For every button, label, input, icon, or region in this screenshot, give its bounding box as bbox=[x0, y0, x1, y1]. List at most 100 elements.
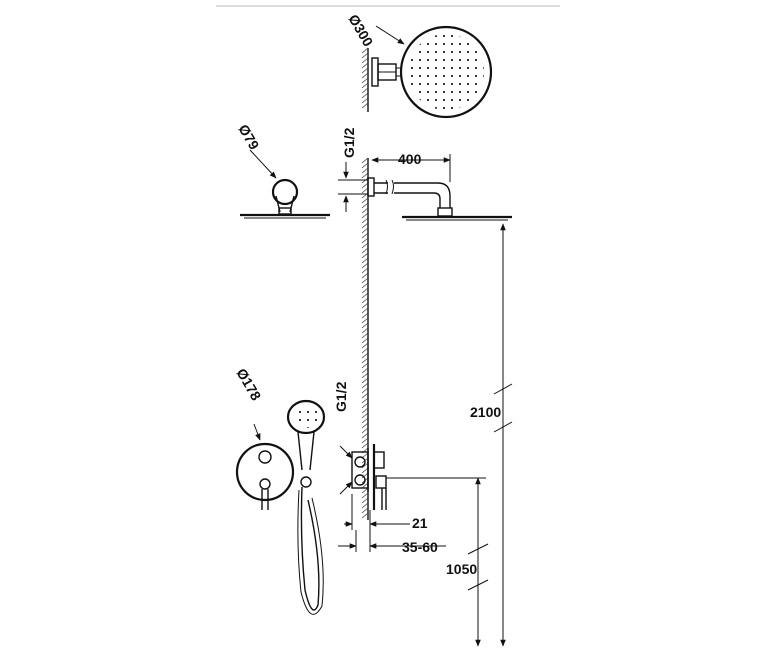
wall-hatch-line bbox=[361, 472, 369, 479]
wall-hatch-line bbox=[361, 312, 369, 319]
arm-thread-callout: G1/2 bbox=[338, 127, 368, 212]
recess-depth-label: 21 bbox=[412, 515, 428, 531]
wall-hatch-line bbox=[361, 327, 369, 334]
wall-hatch-line bbox=[361, 162, 369, 169]
wall-hatch-line bbox=[361, 242, 369, 249]
wall-hatch-line bbox=[361, 482, 369, 489]
wall-hatch-line bbox=[361, 297, 369, 304]
wall-hatch-line bbox=[361, 97, 369, 104]
wall-hatch-line bbox=[361, 92, 369, 99]
wall-hatch-line bbox=[361, 167, 369, 174]
flange-diameter-label: Ø79 bbox=[235, 122, 262, 153]
ceiling-head-side-view bbox=[240, 178, 330, 219]
wall-hatch-line bbox=[361, 437, 369, 444]
wall-hatch-line bbox=[361, 362, 369, 369]
wall-top-section bbox=[361, 47, 369, 112]
wall-hatch-line bbox=[361, 487, 369, 494]
wall-hatch-line bbox=[361, 232, 369, 239]
wall-hatch-line bbox=[361, 347, 369, 354]
wall-hatch-line bbox=[361, 187, 369, 194]
flange-diameter-callout: Ø79 bbox=[235, 122, 277, 179]
wall-hatch-line bbox=[361, 492, 369, 499]
mixer-diameter-label: Ø178 bbox=[233, 366, 264, 404]
hand-shower bbox=[286, 399, 326, 615]
wall-hatch-line bbox=[361, 72, 369, 79]
wall-hatch-line bbox=[361, 302, 369, 309]
wall-hatch-line bbox=[361, 322, 369, 329]
wall-hatch-line bbox=[361, 287, 369, 294]
wall-hatch-line bbox=[361, 412, 369, 419]
wall-hatch-line bbox=[361, 57, 369, 64]
wall-hatch-line bbox=[361, 417, 369, 424]
wall-hatch-line bbox=[361, 227, 369, 234]
wall-hatch-line bbox=[361, 102, 369, 109]
wall-hatch-line bbox=[361, 502, 369, 509]
wall-hatch-line bbox=[361, 387, 369, 394]
head-diameter-label: Ø300 bbox=[345, 12, 376, 50]
wall-hatch-line bbox=[361, 77, 369, 84]
wall-hatch-line bbox=[361, 267, 369, 274]
wall-hatch-line bbox=[361, 422, 369, 429]
wall-hatch-line bbox=[361, 182, 369, 189]
wall-hatch-line bbox=[361, 62, 369, 69]
wall-hatch-line bbox=[361, 342, 369, 349]
wall-hatch-line bbox=[361, 462, 369, 469]
wall-hatch-line bbox=[361, 47, 369, 54]
wall-hatch-line bbox=[361, 172, 369, 179]
wall-hatch-line bbox=[361, 407, 369, 414]
wall-hatch-line bbox=[361, 252, 369, 259]
mixer-thread-label: G1/2 bbox=[333, 381, 349, 412]
total-height-label: 2100 bbox=[470, 404, 501, 420]
wall-hatch-line bbox=[361, 402, 369, 409]
wall-hatch-line bbox=[361, 317, 369, 324]
mixer-thread-callout: G1/2 bbox=[333, 381, 353, 495]
wall-hatch-line bbox=[361, 67, 369, 74]
wall-hatch-line bbox=[361, 432, 369, 439]
wall-hatch-line bbox=[361, 507, 369, 514]
mixer-height-label: 1050 bbox=[446, 561, 477, 577]
wall-hatch-line bbox=[361, 262, 369, 269]
wall-hatch-line bbox=[361, 467, 369, 474]
wall-hatch-line bbox=[361, 272, 369, 279]
wall-hatch-line bbox=[361, 207, 369, 214]
head-diameter-callout: Ø300 bbox=[345, 12, 405, 50]
arm-length-dimension: 400 bbox=[371, 151, 451, 182]
shower-head-front-view bbox=[371, 25, 493, 119]
shower-arm-side-view bbox=[367, 177, 512, 221]
wall-hatch-line bbox=[361, 442, 369, 449]
wall-hatch-line bbox=[361, 237, 369, 244]
mixer-diameter-callout: Ø178 bbox=[233, 366, 264, 441]
wall-hatch-line bbox=[361, 52, 369, 59]
total-height-dimension: 2100 bbox=[470, 223, 513, 647]
wall-hatch-line bbox=[361, 197, 369, 204]
wall-hatch-line bbox=[361, 337, 369, 344]
mixer-height-dimension: 1050 bbox=[386, 477, 489, 647]
wall-hatch-line bbox=[361, 382, 369, 389]
wall-hatch-line bbox=[361, 277, 369, 284]
arm-thread-label: G1/2 bbox=[341, 127, 357, 158]
wall-hatch-line bbox=[361, 377, 369, 384]
mixer-front-view bbox=[235, 442, 295, 510]
recess-range-label: 35-60 bbox=[402, 539, 438, 555]
wall-hatch-line bbox=[361, 307, 369, 314]
wall-hatch-line bbox=[361, 397, 369, 404]
arm-length-label: 400 bbox=[398, 151, 422, 167]
mixer-side-view bbox=[351, 444, 387, 510]
wall-hatch-line bbox=[361, 497, 369, 504]
wall-hatch-line bbox=[361, 202, 369, 209]
recess-range-dimension: 35-60 bbox=[338, 530, 446, 555]
wall-hatch-line bbox=[361, 222, 369, 229]
wall-hatch-line bbox=[361, 357, 369, 364]
wall-hatch-line bbox=[361, 257, 369, 264]
wall-hatch-line bbox=[361, 247, 369, 254]
wall-hatch-line bbox=[361, 292, 369, 299]
wall-hatch-line bbox=[361, 157, 369, 164]
wall-hatch-line bbox=[361, 512, 369, 519]
wall-hatch-line bbox=[361, 392, 369, 399]
wall-hatch-line bbox=[361, 352, 369, 359]
wall-hatch-line bbox=[361, 332, 369, 339]
wall-hatch-line bbox=[361, 217, 369, 224]
wall-hatch-line bbox=[361, 372, 369, 379]
wall-hatch-line bbox=[361, 82, 369, 89]
